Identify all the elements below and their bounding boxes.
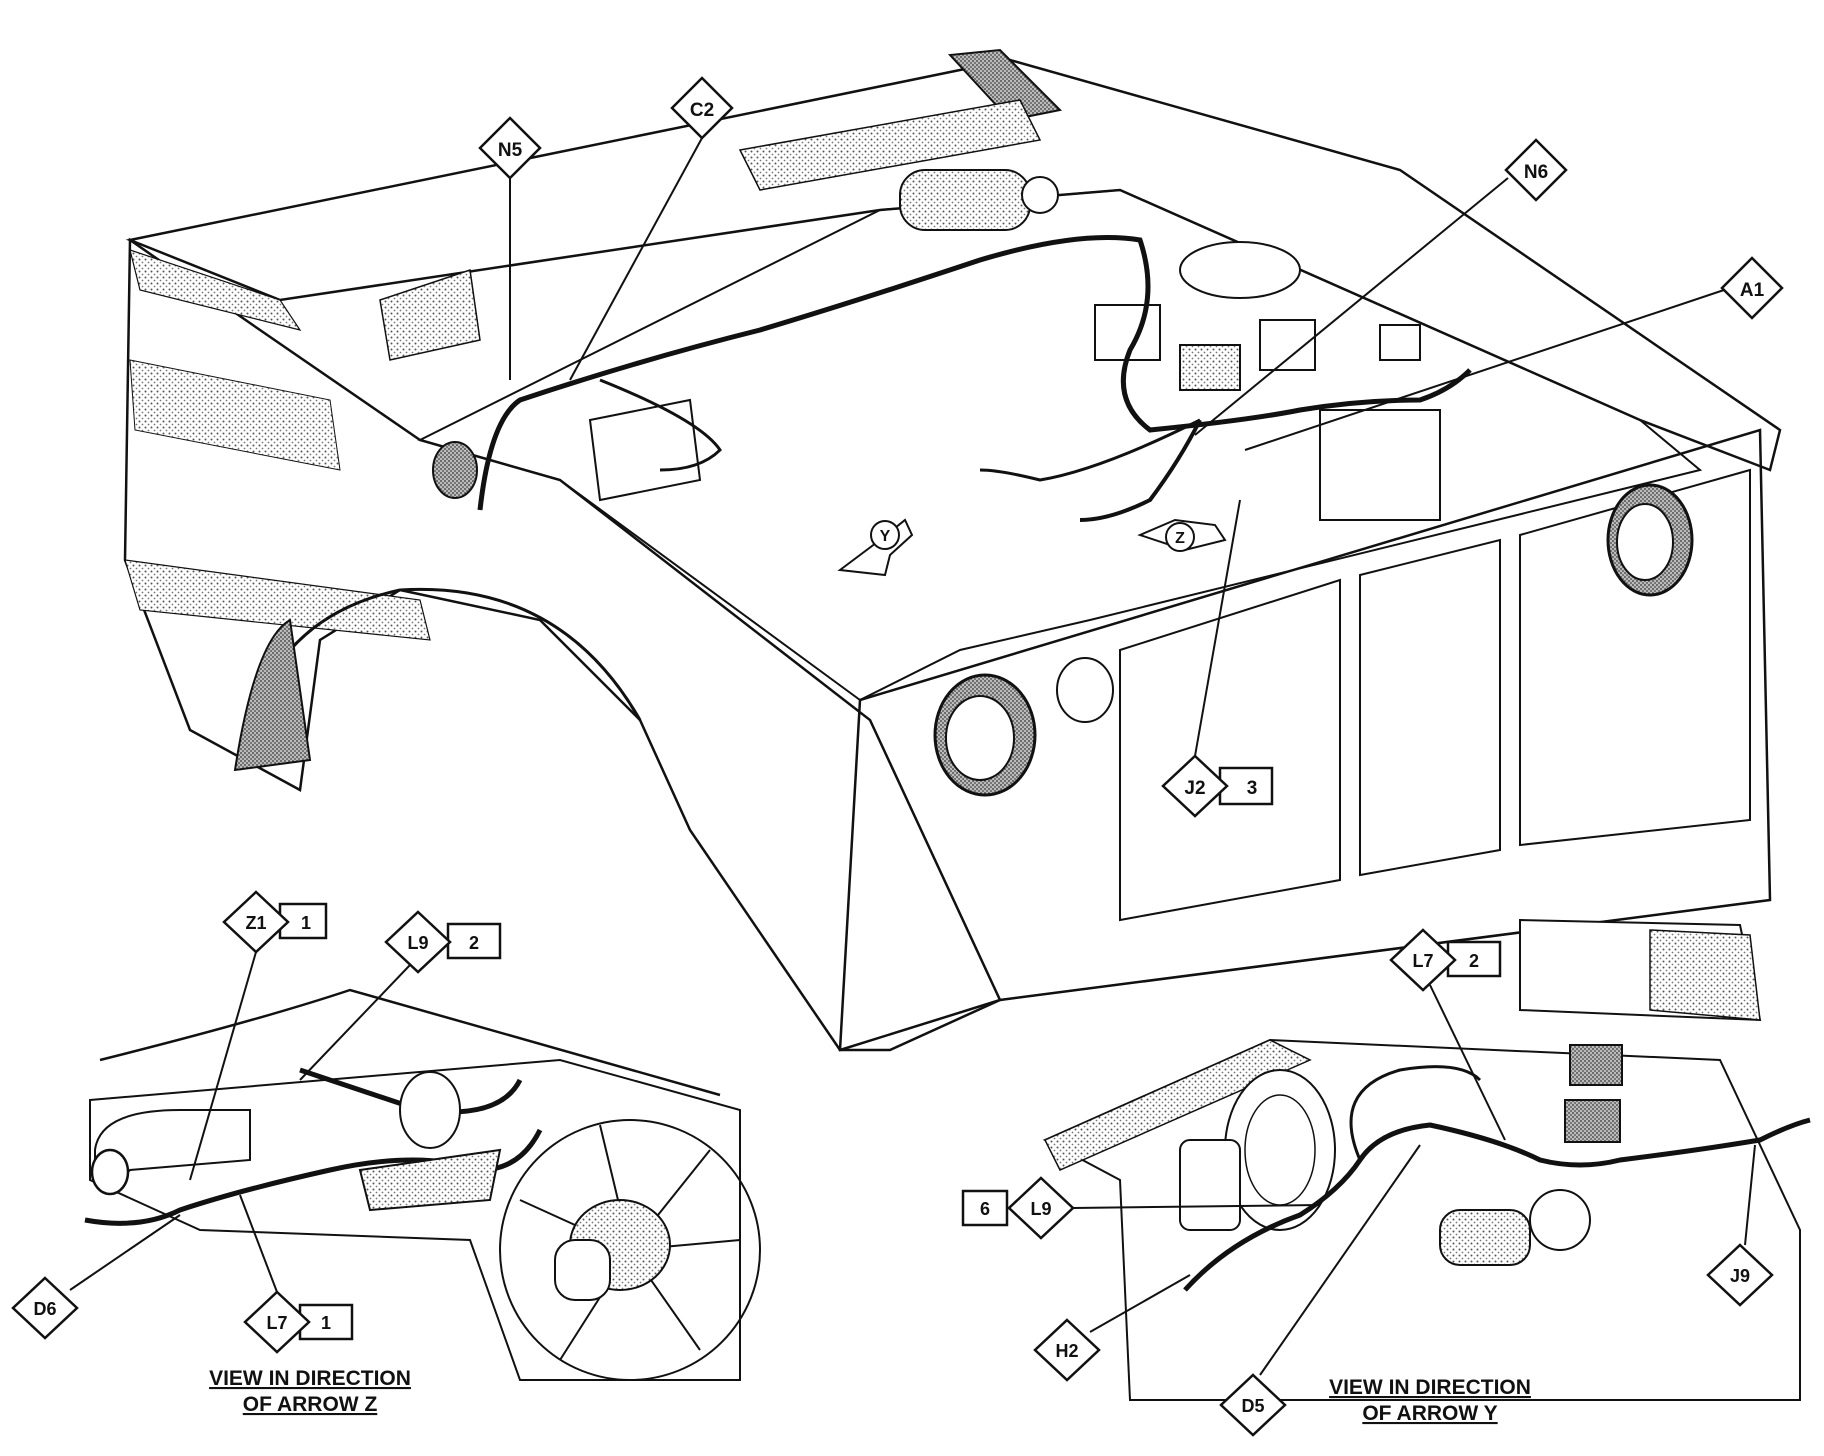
callout-l9-top: L9 2 [299,910,502,1081]
vehicle-front-body: Y Z [123,48,1782,1052]
callout-h2-label: H2 [1055,1341,1078,1361]
arrow-z-marker: Z [1137,518,1227,552]
arrow-y-label: Y [880,528,891,545]
hood-seal-strip [947,48,1063,122]
arrow-y-marker: Y [837,518,914,577]
inset-y-relays [1564,1044,1623,1143]
callout-l7-left: L7 1 [239,1194,354,1354]
left-grommet [432,441,478,499]
inset-y-horn [1439,1189,1591,1266]
callout-l7-right-number: 2 [1469,951,1479,971]
inset-z-fan [499,1119,761,1381]
callout-a1: A1 [1244,256,1784,451]
callout-j9-label: J9 [1730,1266,1750,1286]
inset-view-y [1042,918,1811,1401]
inset-y-panel-opening [1179,1139,1241,1231]
callout-c2: C2 [569,76,734,381]
inset-z-caption-line2: OF ARROW Z [243,1393,378,1416]
grille-lower-edge [999,899,1771,1001]
callout-d6-label: D6 [33,1299,56,1319]
inset-y-headlamp-bucket [1224,1069,1336,1231]
callout-d5: D5 [1219,1144,1421,1437]
callout-l9-right-number: 6 [980,1199,990,1219]
callout-n5: N5 [478,116,542,380]
inset-view-z [84,988,761,1381]
harness-branch-headlamp [1079,419,1202,522]
callout-z1-label: Z1 [245,913,266,933]
callout-l9-right: 6 L9 [961,1176,1321,1240]
inset-y-cowl-shade [1043,1039,1312,1171]
inset-y-fender [1042,1038,1801,1401]
left-fender-shade-upper [129,249,302,331]
callout-j2-number: 3 [1247,778,1258,799]
arrow-z-label: Z [1175,530,1185,547]
callout-n5-label: N5 [498,140,523,161]
callout-l9-top-number: 2 [469,933,479,953]
inset-y-air-box [1519,918,1762,1022]
callout-a1-label: A1 [1740,280,1765,301]
cowl-shade [738,99,1042,191]
inset-z-horn [554,1199,671,1301]
wiper-motor [899,169,1059,231]
callout-l7-left-number: 1 [321,1313,331,1333]
inset-z-caption-line1: VIEW IN DIRECTION [209,1367,411,1390]
inset-y-harness-branch [1349,1065,1482,1161]
relay-cluster [1094,304,1441,521]
inset-z-fender [89,1058,741,1381]
left-fender-shade-lower [124,559,431,641]
callout-l7-right: L7 2 [1389,928,1506,1141]
inset-z-grommet [399,1071,461,1149]
battery-tray [588,398,702,502]
wheel-arch-liner [233,618,312,772]
callout-l9-right-label: L9 [1030,1199,1051,1219]
callout-c2-label: C2 [690,100,714,121]
main-harness [477,235,1472,511]
callout-z1: Z1 1 [189,890,328,1181]
callout-j2: J2 3 [1161,499,1274,818]
callout-h2: H2 [1033,1274,1191,1382]
inset-y-harness [1183,1117,1811,1292]
grille-cut-left [1119,578,1341,922]
callout-n6-label: N6 [1524,162,1548,183]
callout-d6: D6 [11,1214,181,1340]
inset-z-hood-line [99,988,721,1097]
callout-d5-label: D5 [1241,1396,1264,1416]
callout-j2-label: J2 [1184,778,1205,799]
left-parking-lamp [1056,657,1114,723]
callout-z1-number: 1 [301,913,311,933]
inset-y-caption-line2: OF ARROW Y [1362,1402,1497,1425]
harness-branch-battery [599,378,722,472]
left-fender-shade-side [129,359,341,471]
harness-branch-horn [979,418,1201,482]
inset-y-caption-line1: VIEW IN DIRECTION [1329,1376,1531,1399]
grille-cut-far-right [1519,468,1751,847]
right-headlight [1606,483,1694,597]
callout-n6: N6 [1194,138,1568,436]
callout-l7-left-label: L7 [266,1313,287,1333]
grille-cut-right [1359,538,1501,877]
brake-master [1179,241,1301,299]
left-headlight [933,673,1037,797]
callout-l9-top-label: L9 [407,933,428,953]
callout-j9: J9 [1706,1144,1774,1307]
inset-z-bracket [358,1148,502,1212]
callout-l7-right-label: L7 [1412,951,1433,971]
radiator-support-left-shade [379,269,481,361]
inset-z-filler-neck [90,1109,251,1196]
